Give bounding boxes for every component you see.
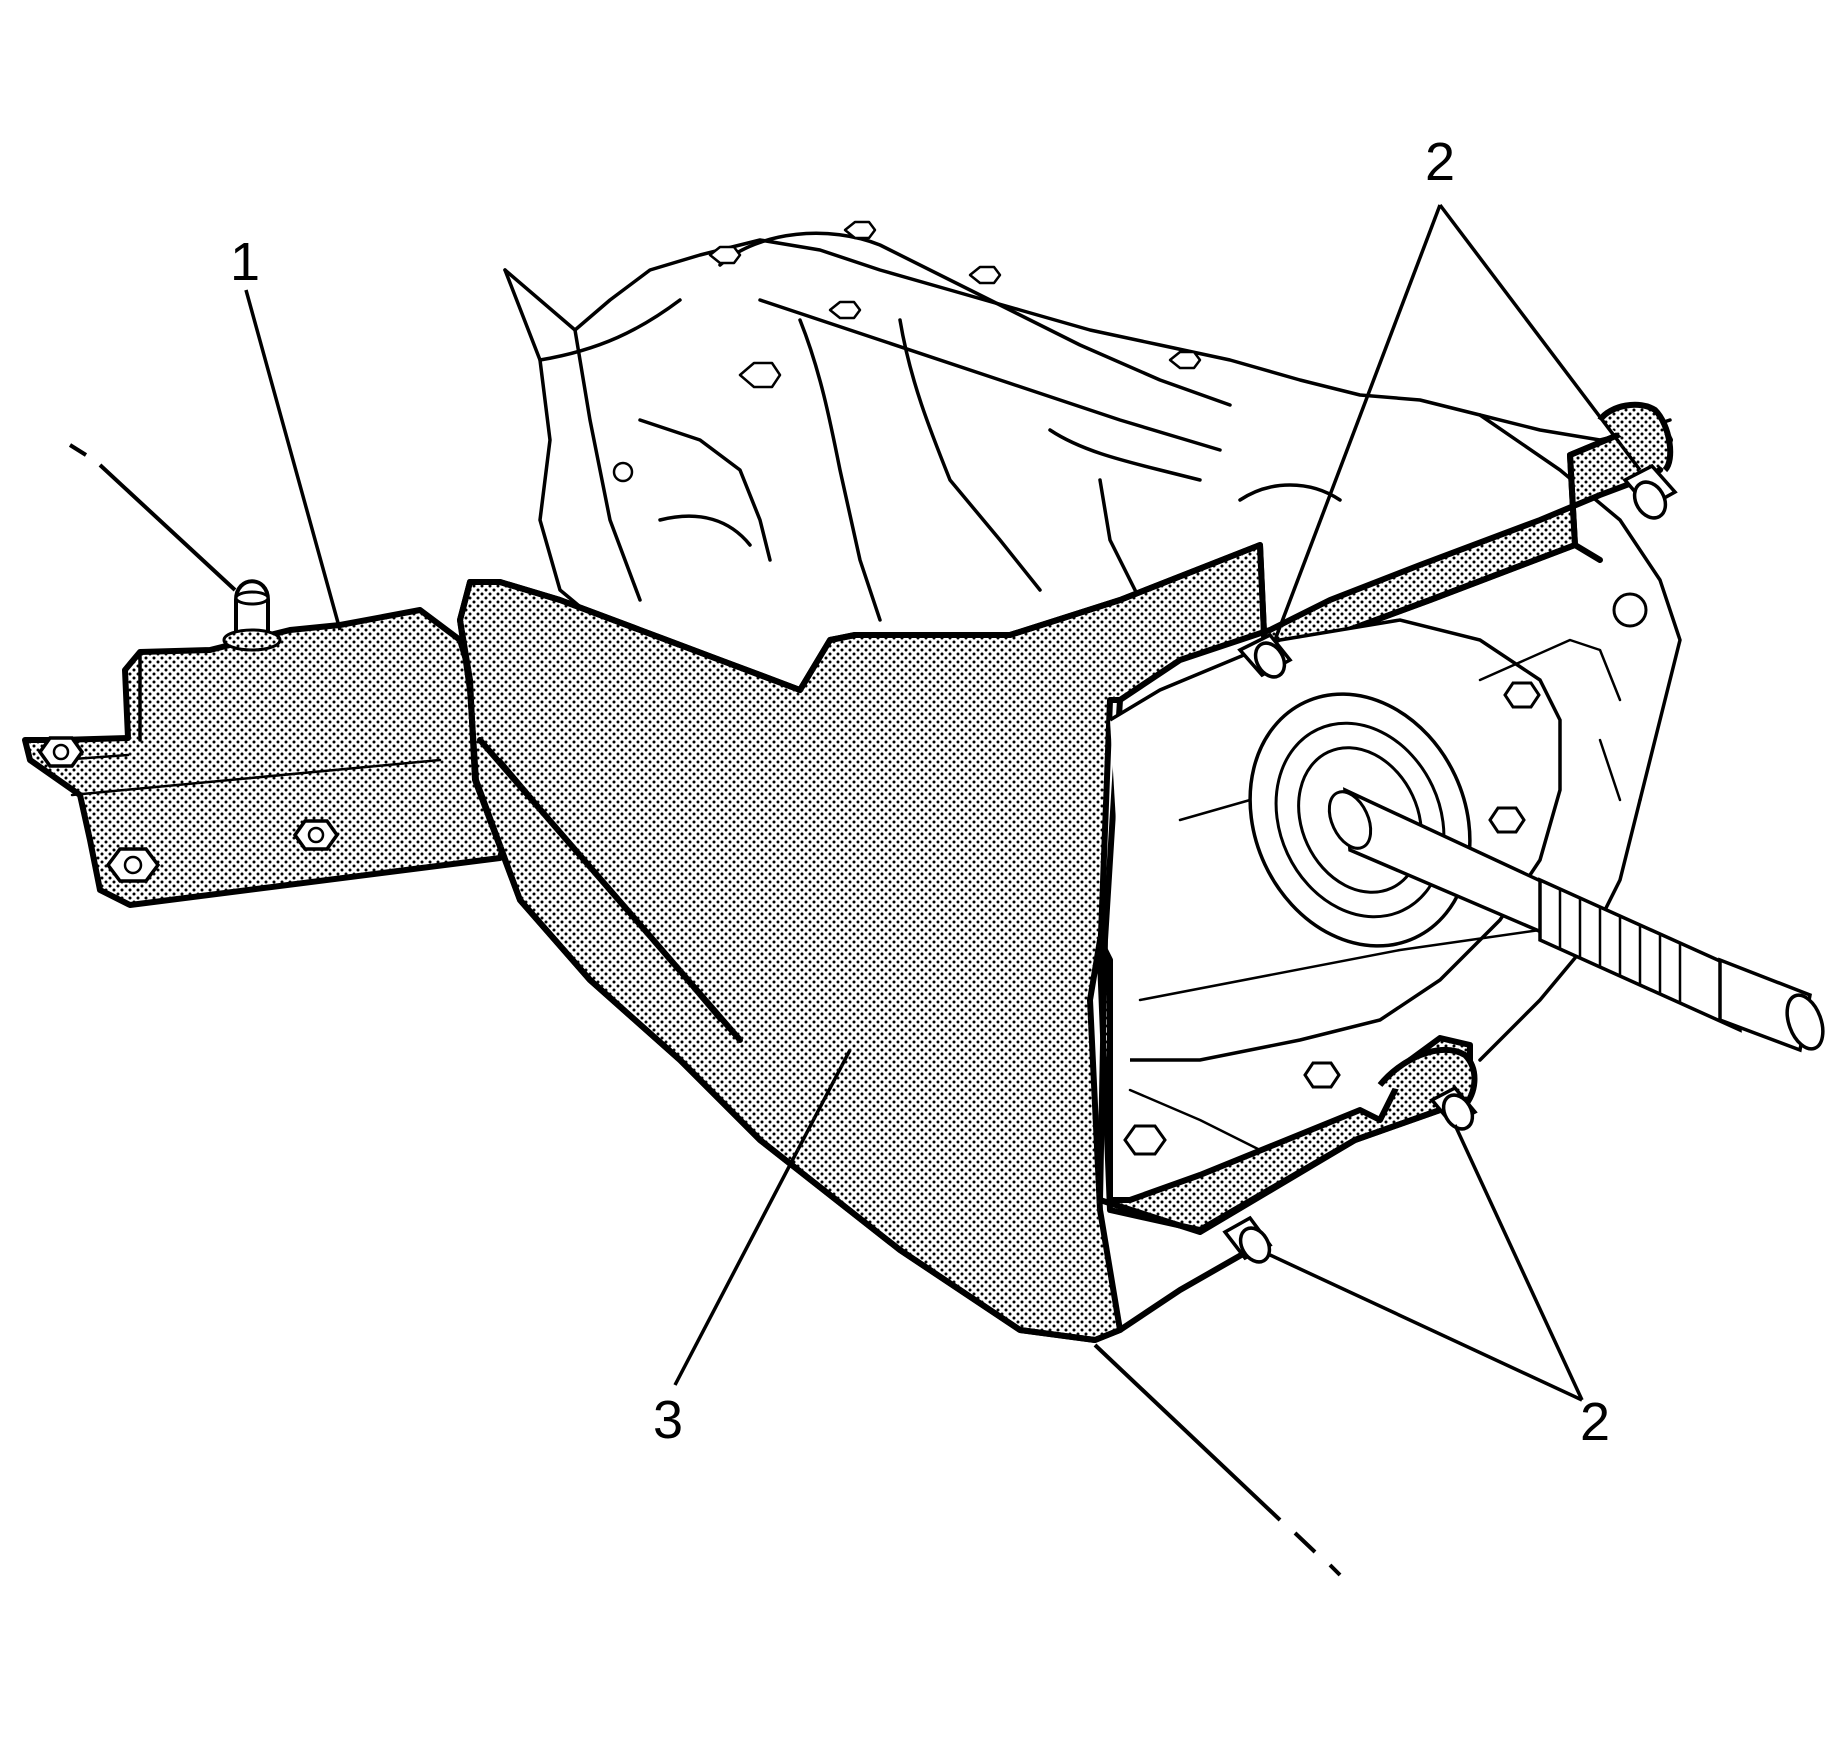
callout-3: 3	[653, 1390, 683, 1450]
transmission-housing	[503, 231, 1682, 1062]
support-centerline	[1093, 1343, 1342, 1577]
leader-2-top-b	[1438, 203, 1642, 472]
leader-1	[244, 289, 342, 631]
leader-lines	[244, 203, 1642, 1402]
dowel-pin-bottom-right	[1429, 1085, 1478, 1131]
leader-2-top-a	[1273, 204, 1442, 641]
callout-2-top: 2	[1425, 132, 1455, 192]
rear-housing-bolts	[1123, 592, 1648, 1156]
callout-2-bottom: 2	[1580, 1392, 1610, 1452]
leader-2-bottom-a	[1453, 1124, 1584, 1401]
dowel-pin-bottom-left	[1222, 1215, 1273, 1264]
callout-1: 1	[230, 232, 260, 292]
dowel-pin-top-left	[1237, 632, 1293, 679]
dowel-pin-top-right	[1622, 463, 1678, 520]
housing-bolts	[612, 220, 1202, 483]
transmission-mount	[22, 579, 513, 908]
output-shaft-assembly	[1109, 618, 1825, 1152]
mount-bolt-center	[292, 819, 340, 851]
mount-bolt-left	[37, 736, 85, 768]
leader-2-bottom-b	[1269, 1253, 1583, 1402]
mount-bolt-front	[105, 847, 161, 883]
leader-3	[673, 1049, 852, 1386]
mount-centerline	[68, 443, 237, 592]
